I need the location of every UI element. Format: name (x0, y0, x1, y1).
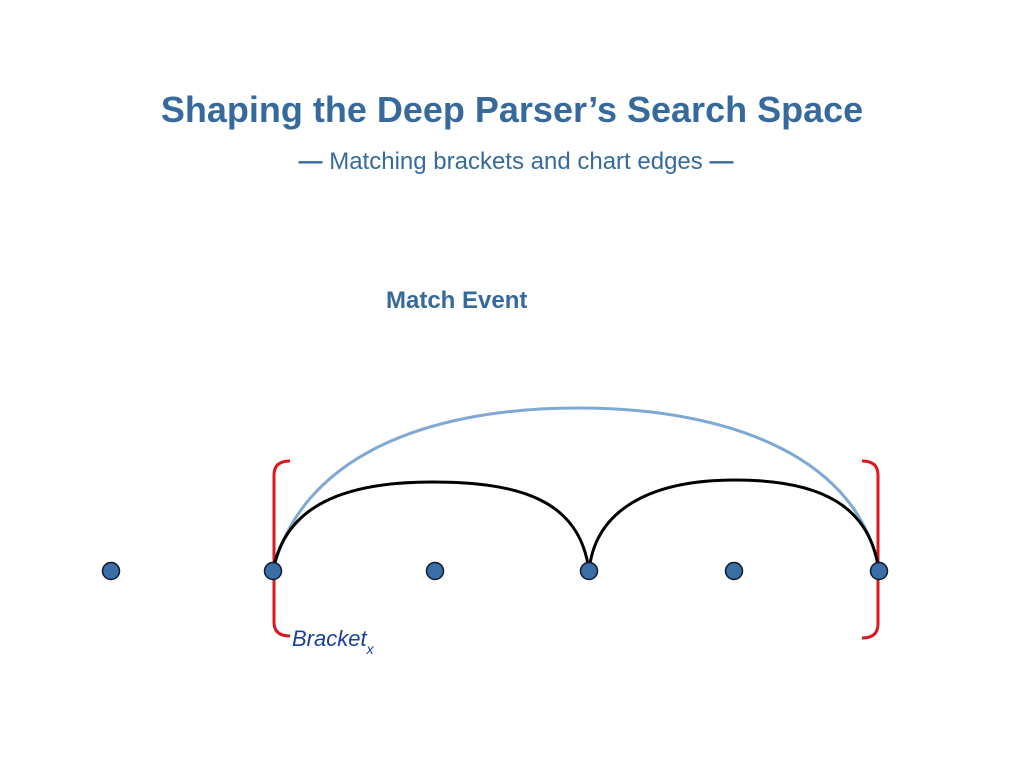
subtitle-dash-left: — (298, 148, 323, 175)
node-5 (724, 561, 744, 581)
node-6 (869, 561, 889, 581)
subtitle-text: Matching brackets and chart edges (329, 148, 703, 175)
bracket-label: Bracketx (292, 624, 374, 657)
node-4 (579, 561, 599, 581)
inner-arc-left (271, 480, 591, 572)
match-event-label: Match Event (386, 287, 528, 314)
slide-subtitle: — Matching brackets and chart edges — (0, 145, 1024, 179)
slide-title: Shaping the Deep Parser’s Search Space (160, 89, 864, 130)
right-bracket (861, 459, 880, 640)
outer-span-arc (271, 406, 881, 572)
inner-arc-right (587, 478, 881, 572)
node-2 (263, 561, 283, 581)
subtitle-dash-right: — (709, 148, 734, 175)
bracket-label-subscript: x (366, 641, 374, 657)
node-3 (425, 561, 445, 581)
node-1 (101, 561, 121, 581)
left-bracket (272, 459, 291, 638)
bracket-label-text: Bracket (292, 626, 367, 651)
